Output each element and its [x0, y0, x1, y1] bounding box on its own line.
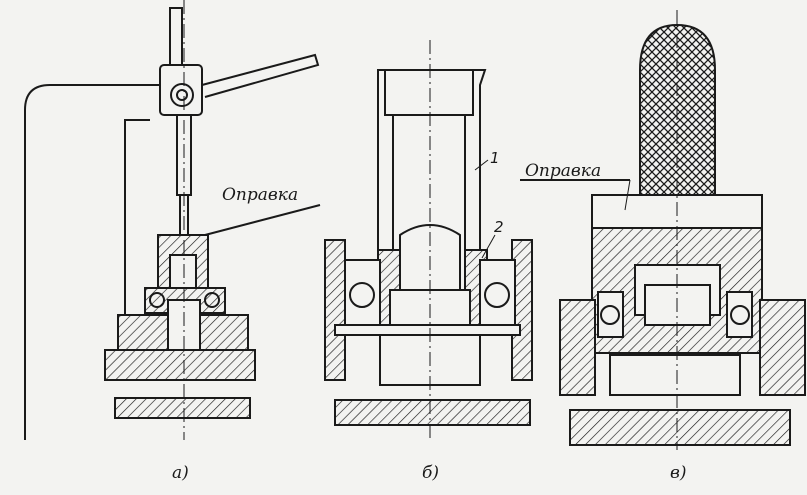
caption-c: в) — [670, 463, 687, 483]
bearing-2-right — [479, 259, 516, 326]
figure-b: 1 2 б) — [324, 40, 533, 483]
part-number-2: 2 — [494, 218, 504, 236]
caption-b: б) — [422, 463, 439, 483]
label-mandrel-c: Оправка — [525, 161, 601, 181]
label-mandrel-a: Оправка — [222, 185, 298, 205]
indicator-stand — [24, 84, 165, 440]
caption-a: а) — [172, 463, 189, 483]
figure-c: Оправка в) — [520, 10, 806, 483]
indicator-rod — [169, 7, 183, 69]
figure-a: Оправка а) — [24, 0, 321, 483]
part-number-1: 1 — [490, 149, 500, 167]
indicator-lever — [201, 53, 320, 98]
